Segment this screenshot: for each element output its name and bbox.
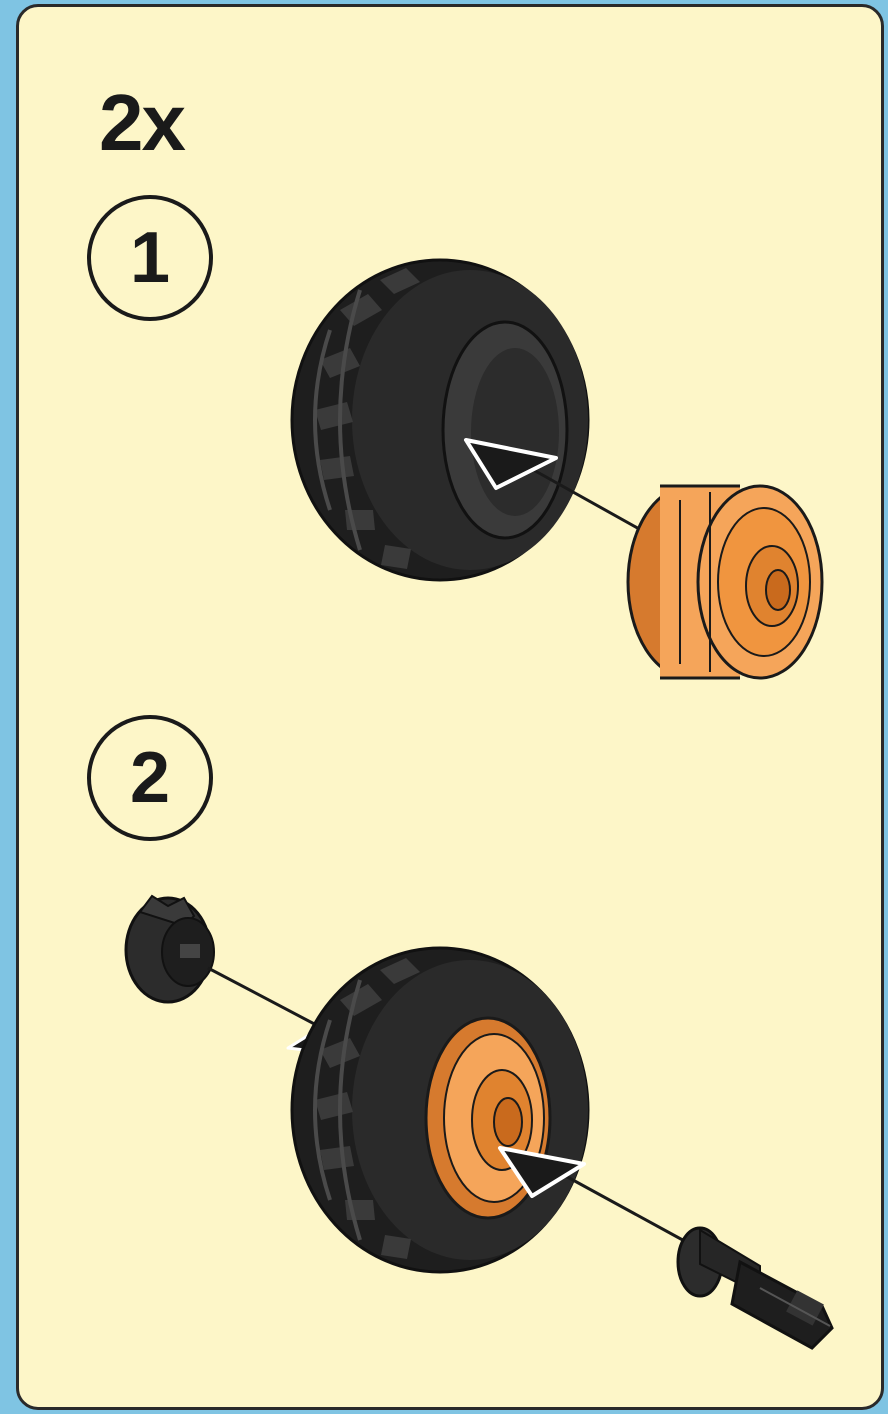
tire-step-1 xyxy=(292,260,588,580)
step-2-illustration xyxy=(126,896,832,1348)
tire-step-2 xyxy=(292,948,588,1272)
axle-pin-part xyxy=(678,1228,832,1348)
step-1-illustration xyxy=(292,260,822,678)
small-bushing-part xyxy=(126,896,214,1002)
orange-hub-part xyxy=(628,486,822,678)
